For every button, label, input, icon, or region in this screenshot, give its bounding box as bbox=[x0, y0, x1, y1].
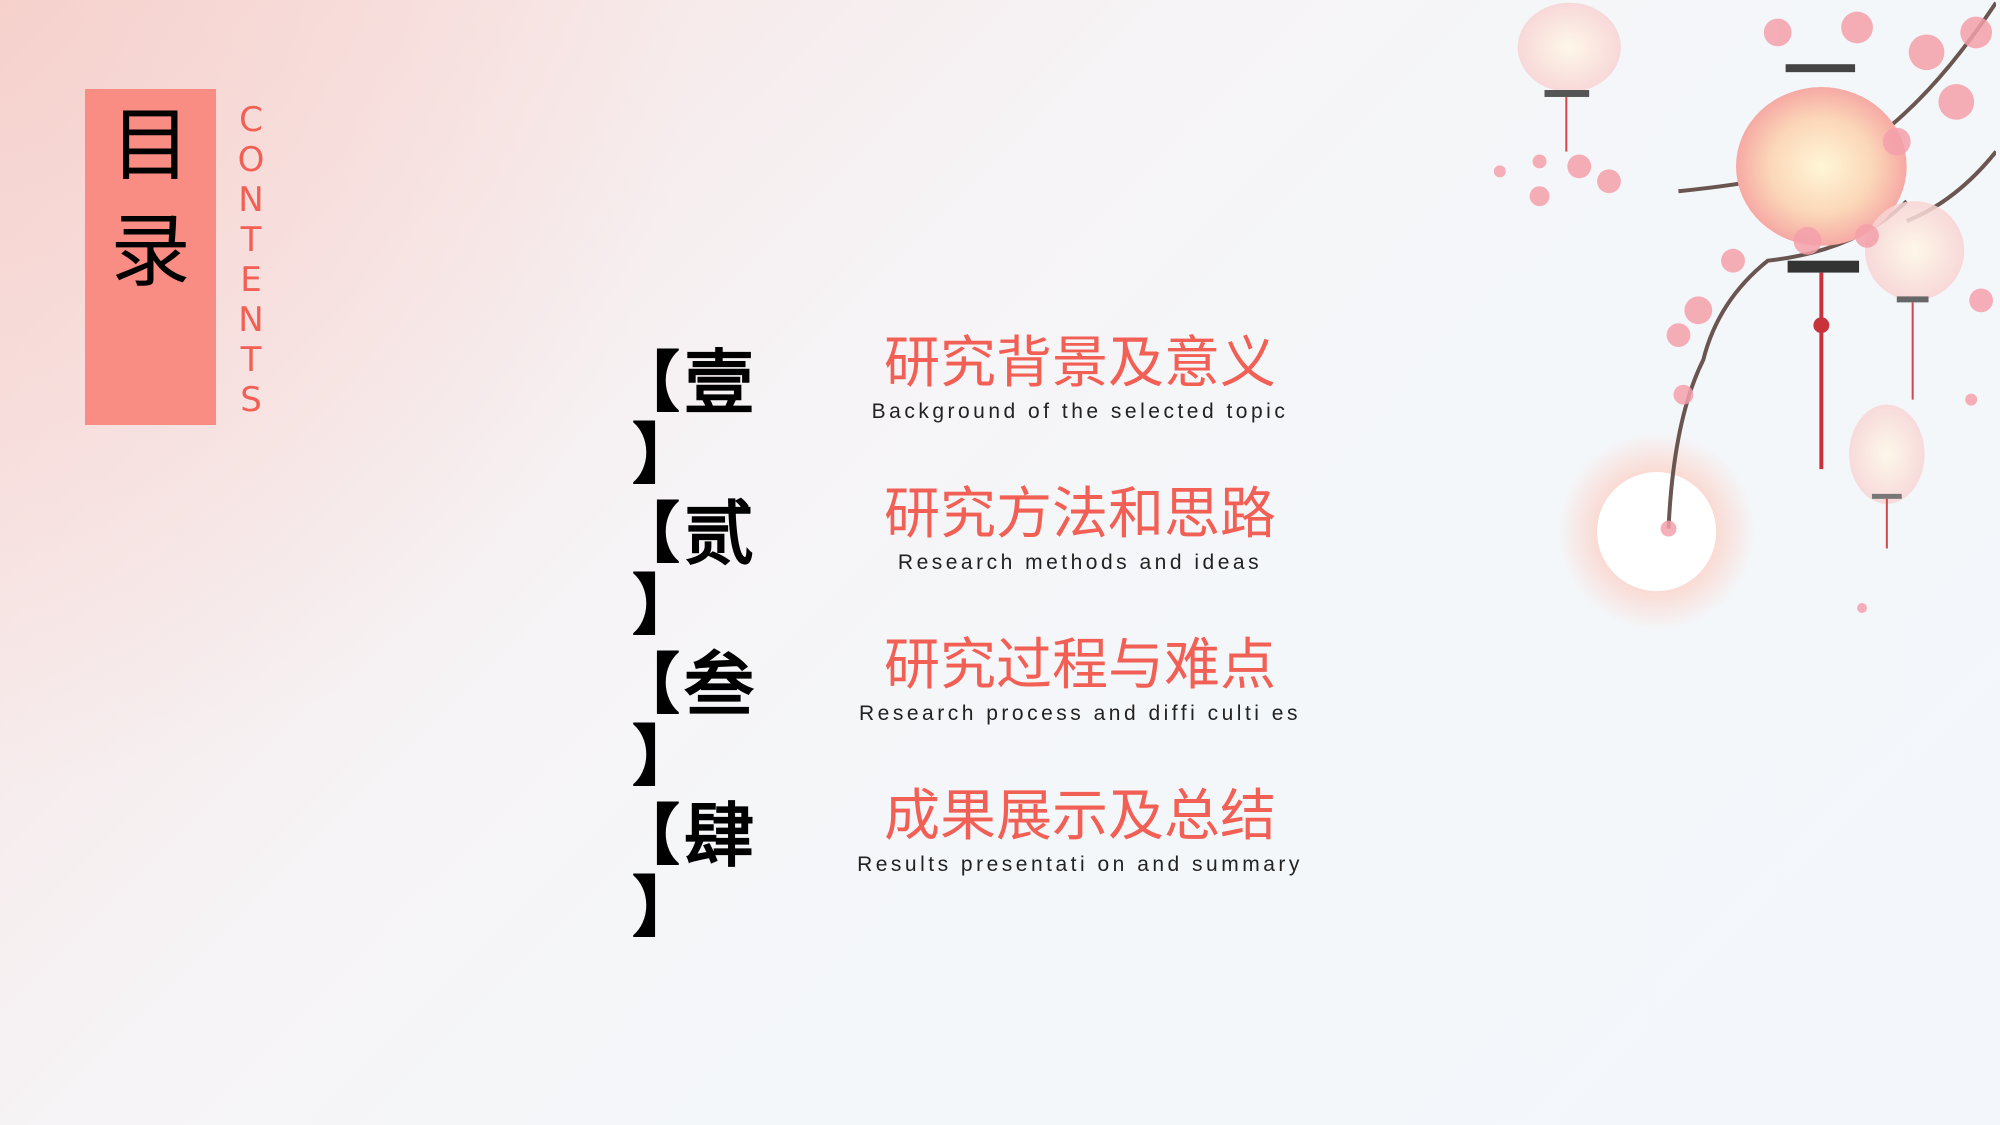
contents-letter: N bbox=[238, 180, 264, 220]
close-bracket: 】 bbox=[632, 567, 698, 644]
close-bracket: 】 bbox=[632, 416, 698, 493]
title-char-2: 录 bbox=[110, 205, 191, 298]
open-bracket: 【 bbox=[614, 797, 680, 874]
close-bracket: 】 bbox=[632, 718, 698, 795]
moon-icon bbox=[1557, 432, 1756, 631]
open-bracket: 【 bbox=[614, 495, 680, 572]
cherry-blossom-icon bbox=[1493, 11, 1994, 613]
contents-letter: N bbox=[238, 300, 264, 340]
item-number: 贰 bbox=[684, 493, 754, 575]
open-bracket: 【 bbox=[614, 646, 680, 723]
title-char-1: 目 bbox=[110, 99, 191, 192]
contents-label: C O N T E N T S bbox=[236, 100, 266, 420]
item-number: 肆 bbox=[684, 795, 754, 877]
open-bracket: 【 bbox=[614, 344, 680, 421]
item-title: 研究过程与难点 bbox=[884, 633, 1276, 698]
cherry-blossom-lantern-decoration bbox=[1493, 1, 1996, 631]
toc-item-4[interactable]: 【 肆 】 成果展示及总结 Results presentati on and … bbox=[0, 0, 1500, 941]
item-subtitle: Background of the selected topic bbox=[871, 400, 1289, 423]
item-title: 成果展示及总结 bbox=[884, 784, 1276, 849]
contents-letter: T bbox=[240, 340, 262, 380]
contents-letter: C bbox=[239, 100, 263, 140]
contents-letter: E bbox=[240, 260, 262, 300]
item-subtitle: Results presentati on and summary bbox=[857, 853, 1303, 876]
item-subtitle: Research process and diffi culti es bbox=[859, 702, 1301, 725]
item-title: 研究方法和思路 bbox=[884, 482, 1276, 547]
item-number: 叁 bbox=[684, 644, 754, 726]
toc-item-1[interactable]: 【 壹 】 研究背景及意义 Background of the selected… bbox=[0, 0, 1500, 488]
title-box: 目 录 bbox=[85, 89, 216, 425]
close-bracket: 】 bbox=[632, 869, 698, 946]
item-title: 研究背景及意义 bbox=[884, 331, 1276, 396]
item-number: 壹 bbox=[684, 342, 754, 424]
contents-letter: T bbox=[240, 220, 262, 260]
toc-item-2[interactable]: 【 贰 】 研究方法和思路 Research methods and ideas bbox=[0, 0, 1500, 639]
contents-letter: O bbox=[237, 140, 265, 180]
toc-item-3[interactable]: 【 叁 】 研究过程与难点 Research process and diffi… bbox=[0, 0, 1500, 790]
contents-letter: S bbox=[240, 380, 262, 420]
lantern-icon bbox=[1517, 2, 1965, 549]
item-subtitle: Research methods and ideas bbox=[897, 551, 1263, 574]
